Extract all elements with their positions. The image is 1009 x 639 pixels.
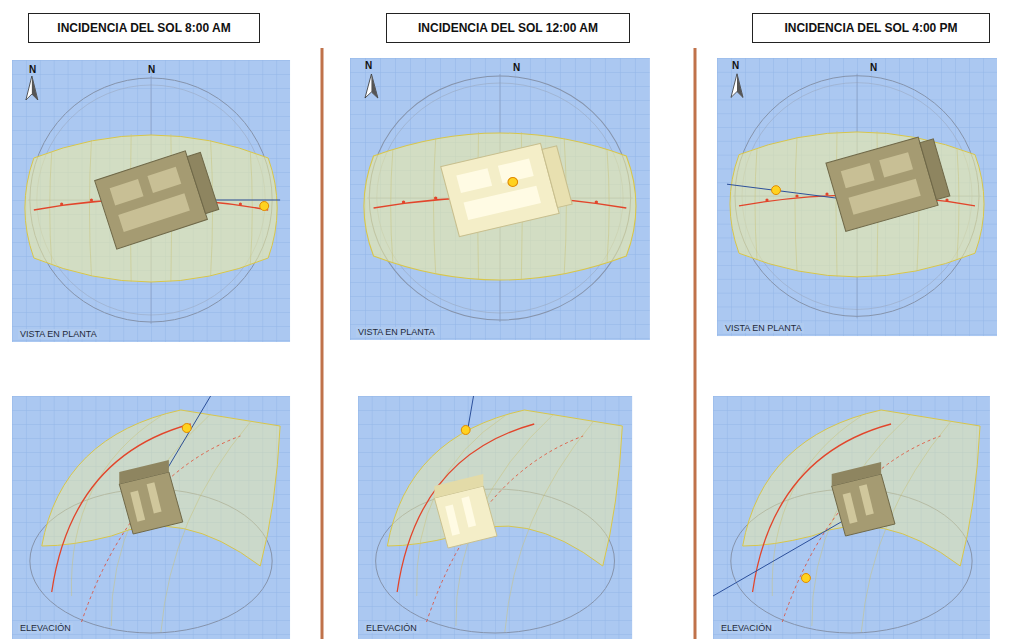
north-label: N [732, 60, 739, 71]
view-label: ELEVACIÓN [719, 623, 774, 633]
sun-path-plan [350, 58, 650, 340]
view-panel: ELEVACIÓN [358, 396, 632, 636]
sun-path-plan [717, 58, 997, 336]
heading-text: INCIDENCIA DEL SOL 8:00 AM [57, 21, 230, 35]
heading-box: INCIDENCIA DEL SOL 12:00 AM [386, 13, 630, 43]
view-label: ELEVACIÓN [18, 623, 73, 633]
north-label: N [870, 62, 877, 73]
separator [321, 48, 324, 639]
sun-path-plan [12, 60, 290, 342]
north-label: N [365, 60, 372, 71]
sun-path-elevation [713, 396, 990, 639]
view-label: ELEVACIÓN [364, 623, 419, 633]
view-panel: ELEVACIÓN [713, 396, 990, 636]
view-panel: ELEVACIÓN [12, 396, 290, 636]
heading-text: INCIDENCIA DEL SOL 4:00 PM [784, 21, 957, 35]
north-label: N [513, 62, 520, 73]
north-label: N [29, 64, 36, 75]
sun-path-elevation [358, 396, 632, 639]
view-panel: VISTA EN PLANTA [717, 58, 997, 336]
view-panel: VISTA EN PLANTA [350, 58, 650, 340]
sun-path-elevation [12, 396, 290, 639]
view-label: VISTA EN PLANTA [18, 329, 99, 339]
heading-box: INCIDENCIA DEL SOL 4:00 PM [752, 13, 990, 43]
heading-text: INCIDENCIA DEL SOL 12:00 AM [418, 21, 598, 35]
north-label: N [148, 64, 155, 75]
view-label: VISTA EN PLANTA [723, 323, 804, 333]
view-panel: VISTA EN PLANTA [12, 60, 290, 342]
heading-box: INCIDENCIA DEL SOL 8:00 AM [28, 13, 260, 43]
separator [694, 48, 697, 639]
view-label: VISTA EN PLANTA [356, 327, 437, 337]
